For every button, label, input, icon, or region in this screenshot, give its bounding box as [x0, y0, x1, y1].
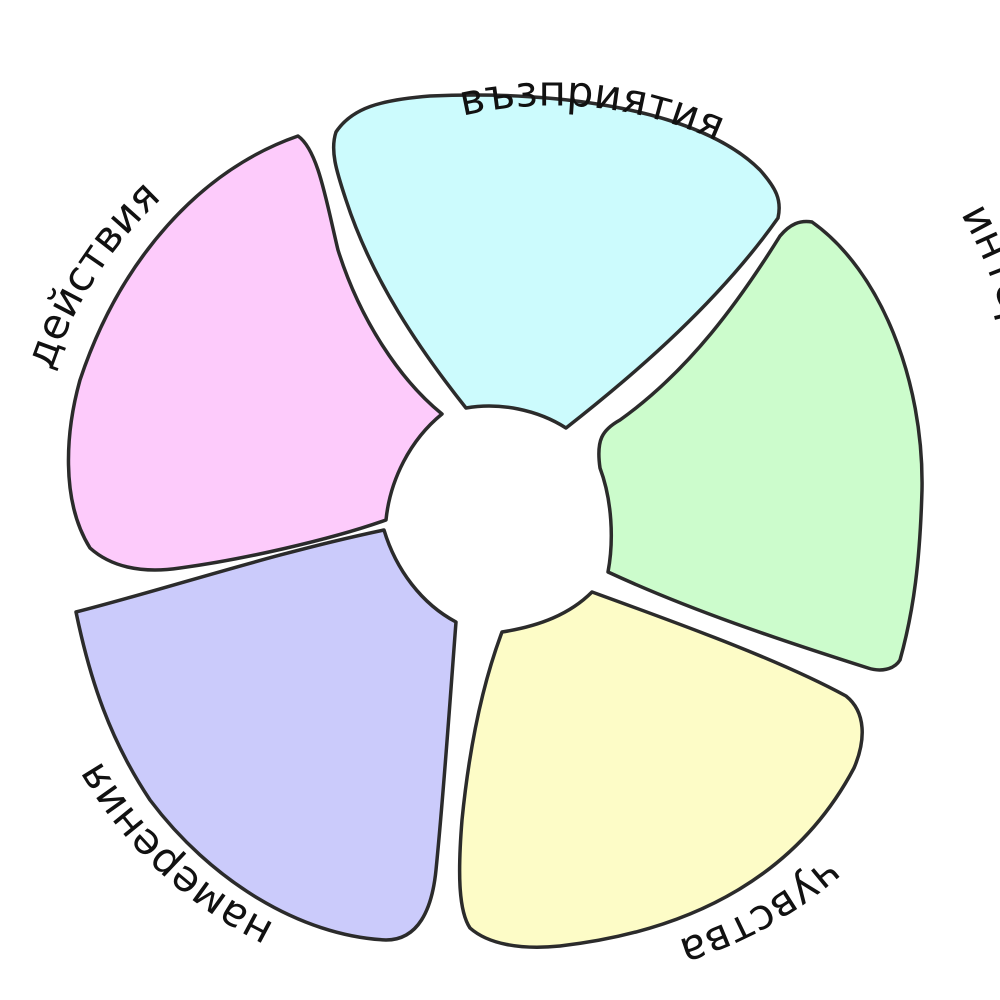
- segment-interpretation: [597, 219, 924, 672]
- segment-perception: [331, 93, 781, 430]
- segment-feelings: [457, 590, 864, 949]
- segment-actions: [66, 134, 444, 572]
- segment-intentions: [74, 528, 458, 942]
- label-interpretation: интерпретация: [952, 195, 1000, 555]
